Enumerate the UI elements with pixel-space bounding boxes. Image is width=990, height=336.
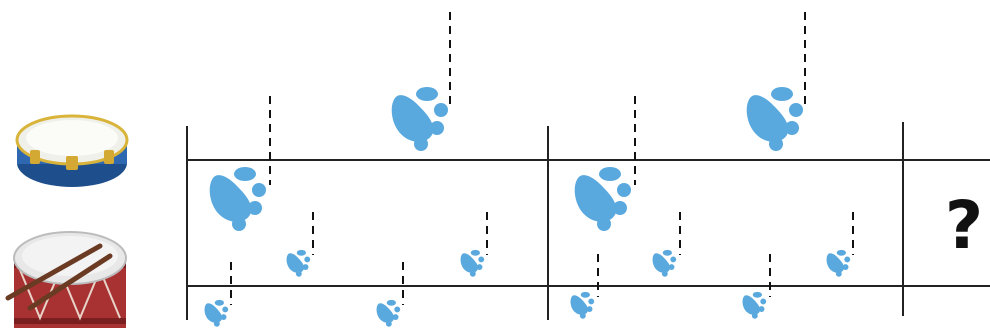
paw-print-icon — [391, 87, 448, 151]
paw-print-icon — [652, 249, 677, 277]
drum-note — [286, 212, 314, 277]
paw-print-icon — [742, 291, 767, 319]
drum-note — [652, 212, 681, 277]
tambourine-note — [574, 96, 636, 231]
tambourine-icon — [15, 114, 129, 187]
paw-print-icon — [209, 167, 266, 231]
drum-note — [742, 254, 771, 319]
drum-note — [570, 254, 599, 319]
paw-print-icon — [460, 249, 485, 277]
paw-print-icon — [746, 87, 803, 151]
paw-print-icon — [574, 167, 631, 231]
paw-print-icon — [286, 249, 311, 277]
tambourine-note — [391, 12, 451, 151]
unknown-measure-question-mark: ? — [945, 187, 983, 264]
drum-note — [376, 262, 404, 327]
drum-note — [460, 212, 488, 277]
drum-note — [204, 262, 232, 327]
paw-print-icon — [204, 299, 229, 327]
drum-note — [826, 212, 854, 277]
paw-print-icon — [376, 299, 401, 327]
paw-print-icon — [570, 291, 595, 319]
tambourine-note — [209, 96, 271, 231]
paw-print-icon — [826, 249, 851, 277]
drum-icon — [5, 231, 127, 328]
tambourine-note — [746, 12, 806, 151]
